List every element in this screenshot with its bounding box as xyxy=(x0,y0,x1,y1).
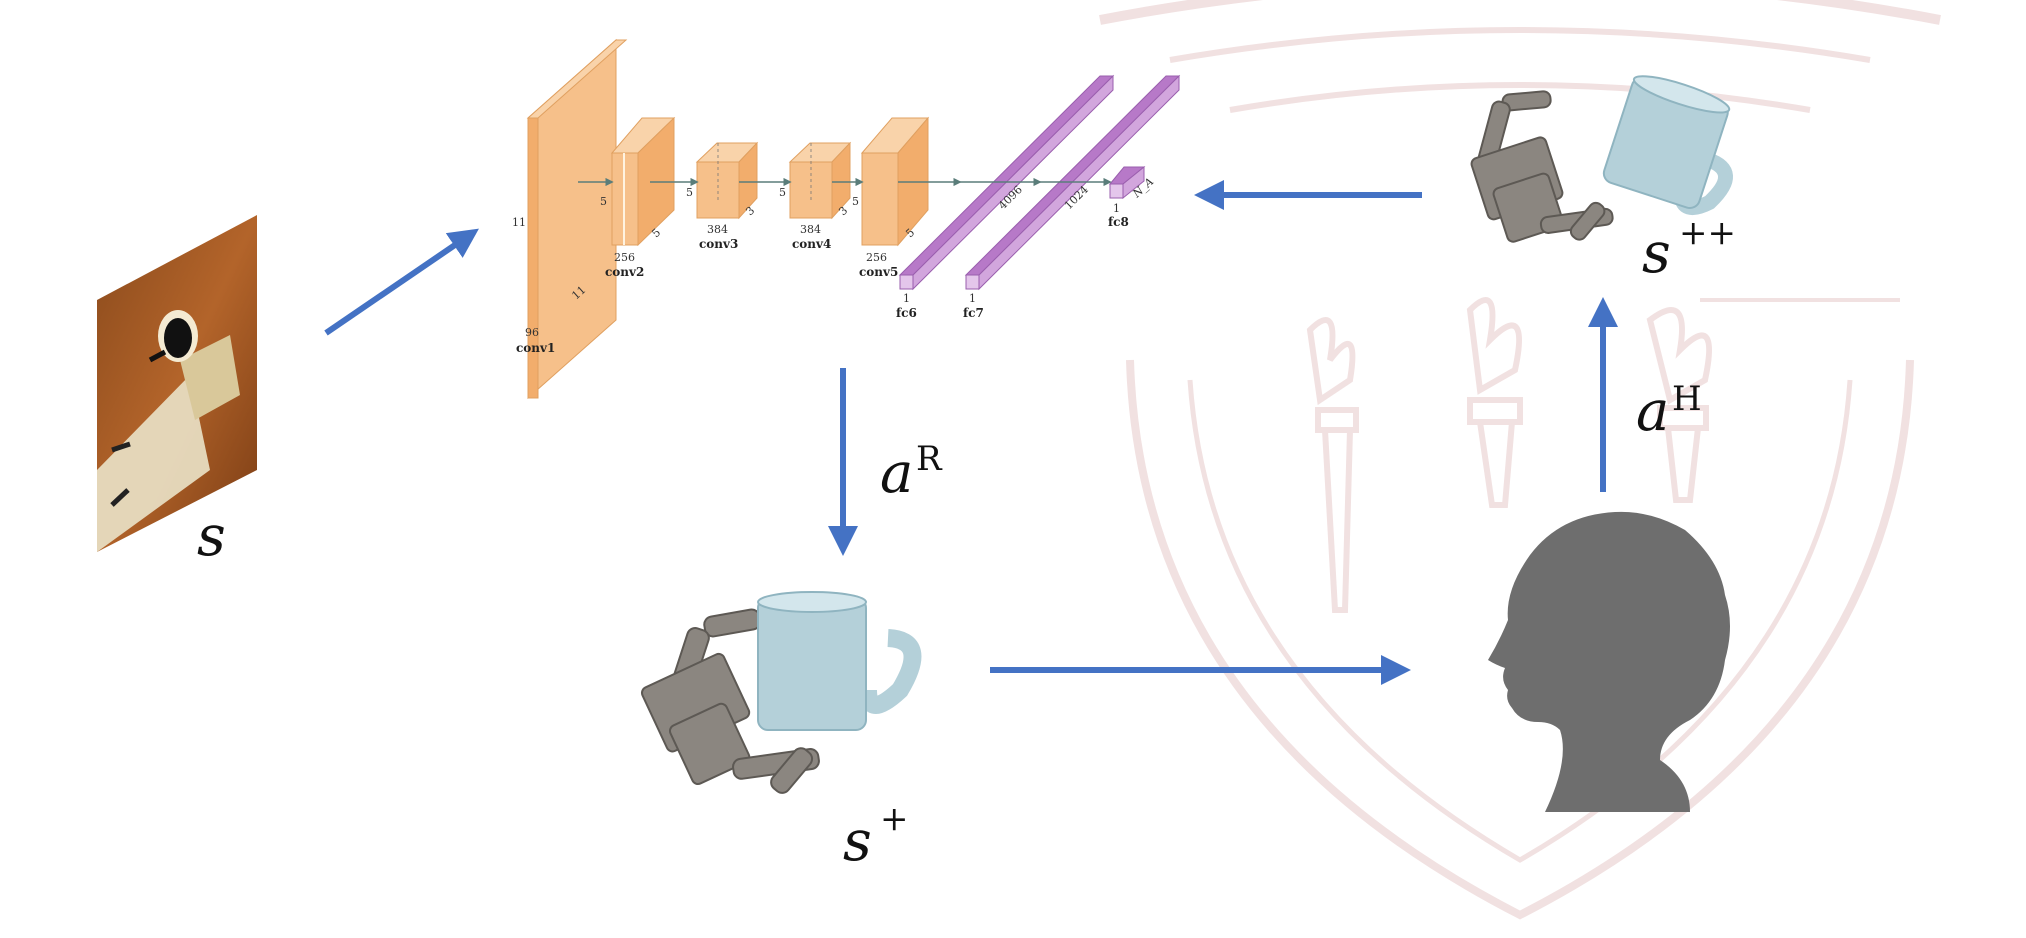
dim-conv1-h: 11 xyxy=(512,216,526,229)
input-image xyxy=(97,215,257,552)
label-fc6: fc6 xyxy=(896,306,917,320)
robot-gripper-splus xyxy=(640,608,820,794)
dim-conv5-h: 5 xyxy=(852,195,859,208)
label-fc8: fc8 xyxy=(1108,215,1129,229)
watermark-torch-right xyxy=(1646,307,1713,503)
dim-conv4-h: 5 xyxy=(779,186,786,199)
watermark-torch-left xyxy=(1306,317,1359,613)
svg-text:s: s xyxy=(1642,221,1671,286)
svg-text:H: H xyxy=(1672,379,1702,419)
state-splus-label: s + xyxy=(843,799,909,874)
dim-conv3-w: 3 xyxy=(743,204,757,218)
dim-conv2-h: 5 xyxy=(600,195,607,208)
svg-text:a: a xyxy=(880,441,913,506)
svg-text:+: + xyxy=(880,799,909,839)
cnn-diagram: 11 11 96 conv1 5 5 256 conv2 5 3 384 con… xyxy=(512,38,1181,400)
layer-conv1 xyxy=(526,38,628,400)
dim-conv3-c: 384 xyxy=(707,223,728,236)
watermark-torch-center xyxy=(1466,297,1523,508)
svg-text:s: s xyxy=(843,809,872,874)
state-splusplus-label: s ++ xyxy=(1642,213,1736,286)
dim-fc8-c: 1 xyxy=(1113,202,1120,215)
label-conv2: conv2 xyxy=(605,265,644,279)
dim-conv4-c: 384 xyxy=(800,223,821,236)
label-fc7: fc7 xyxy=(963,306,984,320)
dim-conv5-c: 256 xyxy=(866,251,887,264)
mug-splusplus xyxy=(1602,75,1733,216)
svg-text:a: a xyxy=(1636,379,1669,444)
svg-text:R: R xyxy=(916,439,943,479)
dim-fc7-c: 1 xyxy=(969,292,976,305)
action-robot-label: a R xyxy=(880,439,943,506)
arrow-input-to-network xyxy=(324,228,479,336)
watermark-seal xyxy=(1099,0,1941,920)
dim-conv2-w: 5 xyxy=(649,226,663,240)
dim-conv4-w: 3 xyxy=(836,204,850,218)
state-s-label: s xyxy=(197,504,226,569)
layer-fc8 xyxy=(1108,165,1146,200)
dim-conv1-c: 96 xyxy=(525,326,539,339)
human-silhouette xyxy=(1488,511,1730,812)
layer-conv4 xyxy=(788,141,852,220)
label-conv5: conv5 xyxy=(859,265,898,279)
svg-text:s: s xyxy=(197,504,226,569)
label-conv1: conv1 xyxy=(516,341,555,355)
svg-text:++: ++ xyxy=(1679,213,1736,253)
dim-conv3-h: 5 xyxy=(686,186,693,199)
robot-gripper-splusplus xyxy=(1470,90,1614,243)
dim-conv5-w: 5 xyxy=(903,226,917,240)
label-conv4: conv4 xyxy=(792,237,831,251)
label-conv3: conv3 xyxy=(699,237,738,251)
action-human-label: a H xyxy=(1636,379,1702,444)
mug-splus xyxy=(757,591,922,731)
layer-conv3 xyxy=(695,141,759,220)
dim-conv2-c: 256 xyxy=(614,251,635,264)
dim-fc6-c: 1 xyxy=(903,292,910,305)
